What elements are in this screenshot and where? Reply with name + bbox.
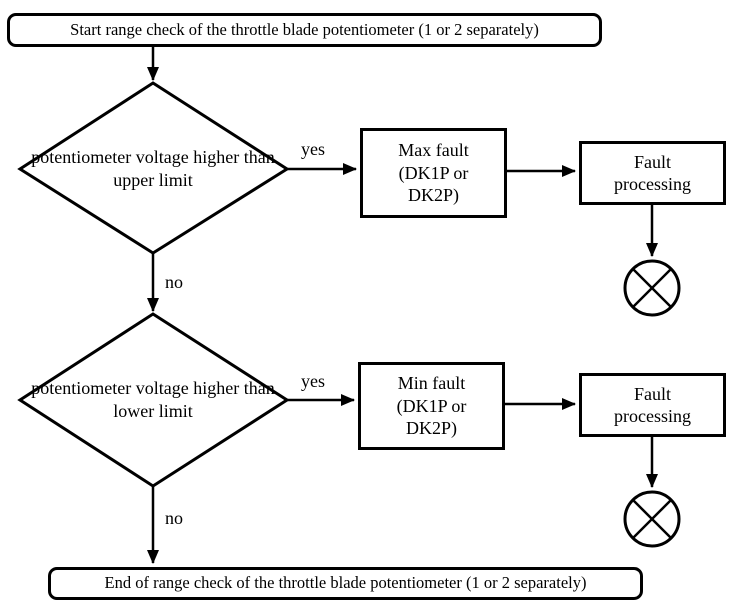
max-fault-node: Max fault (DK1P or DK2P) (360, 128, 507, 218)
terminator-circle-icon (623, 490, 681, 548)
min-fault-node: Min fault (DK1P or DK2P) (358, 362, 505, 450)
start-node: Start range check of the throttle blade … (7, 13, 602, 47)
fault-processing-label: Fault processing (614, 383, 691, 427)
decision-upper-no-label: no (165, 272, 183, 292)
min-fault-label: Min fault (DK1P or DK2P) (396, 373, 467, 439)
fault-processing-node-2: Fault processing (579, 373, 726, 437)
end-node: End of range check of the throttle blade… (48, 567, 643, 600)
max-fault-label: Max fault (DK1P or DK2P) (398, 140, 469, 206)
fault-processing-label: Fault processing (614, 151, 691, 195)
fault-processing-node-1: Fault processing (579, 141, 726, 205)
decision-lower-yes-label: yes (301, 371, 325, 391)
decision-lower-no-label: no (165, 508, 183, 528)
decision-upper-label: potentiometer voltage higher than upper … (31, 147, 275, 190)
decision-lower-label: potentiometer voltage higher than lower … (31, 378, 275, 421)
terminator-circle-icon (623, 259, 681, 317)
decision-upper-yes-label: yes (301, 139, 325, 159)
